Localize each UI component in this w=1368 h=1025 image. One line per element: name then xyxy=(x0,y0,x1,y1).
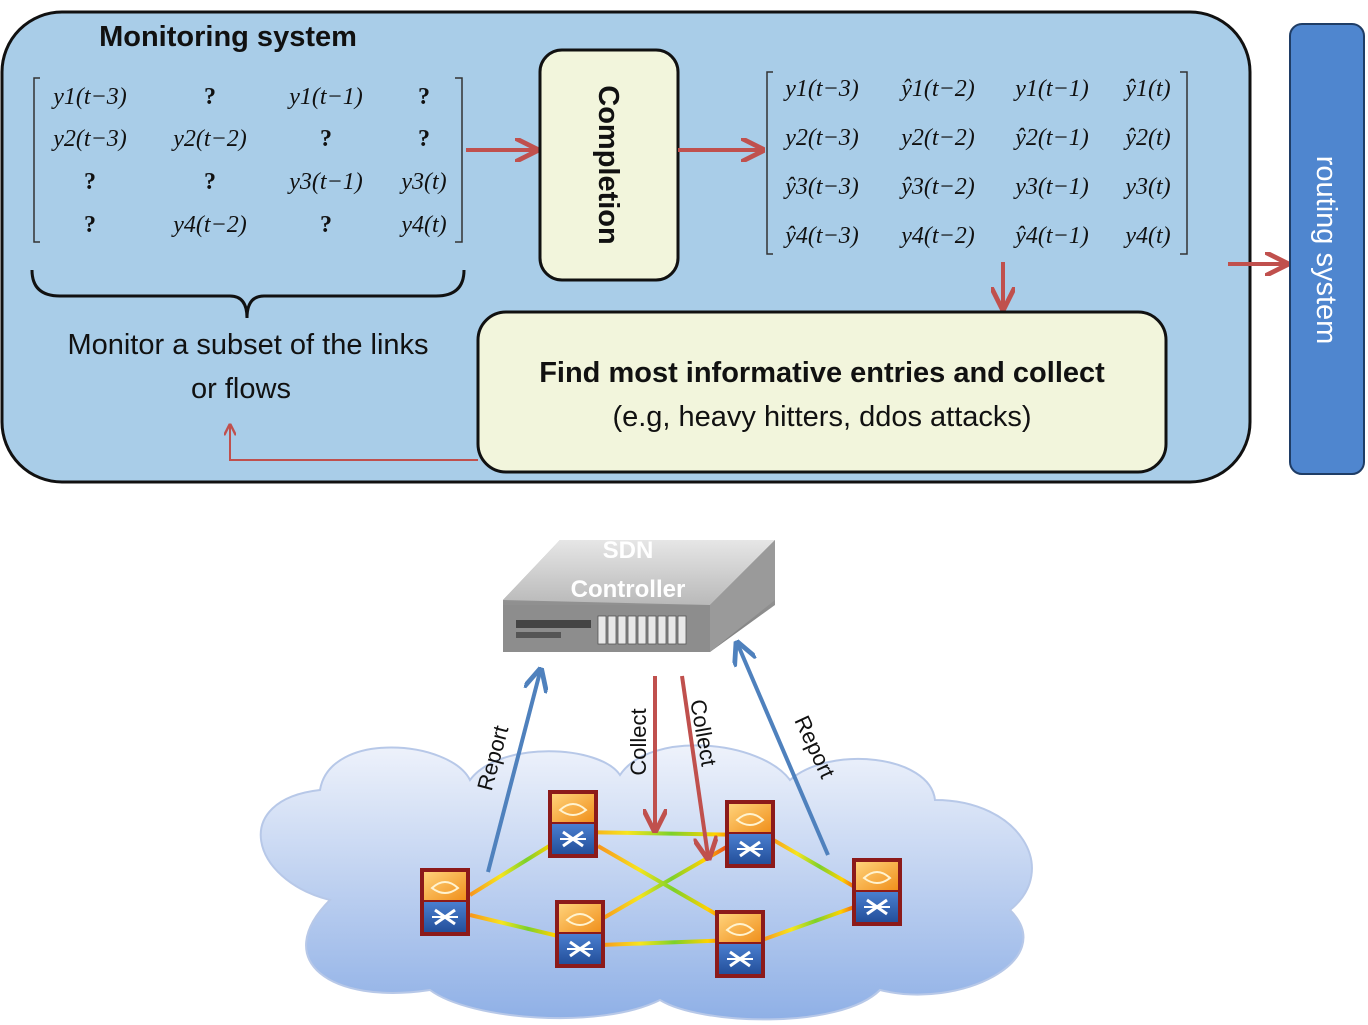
matrix-cell: y4(t−2) xyxy=(171,212,247,238)
routing-system-label: routing system xyxy=(1310,156,1342,345)
matrix-cell: y2(t−3) xyxy=(783,125,859,151)
matrix-cell: y1(t−1) xyxy=(1013,76,1089,102)
matrix-cell: ŷ4(t−1) xyxy=(1013,223,1089,249)
output-matrix-brackets xyxy=(766,71,1188,255)
sdn-controller: SDN Controller xyxy=(503,537,775,652)
matrix-cell: ? xyxy=(320,126,332,152)
switch-node-4 xyxy=(723,798,777,870)
network-cloud xyxy=(259,744,1033,1021)
switch-node-2 xyxy=(546,788,600,860)
matrix-cell: ? xyxy=(204,84,216,110)
matrix-cell: ŷ1(t−2) xyxy=(899,76,975,102)
matrix-cell: ŷ2(t) xyxy=(1123,125,1170,151)
subset-text-line1: Monitor a subset of the links xyxy=(67,329,428,361)
input-matrix-brackets xyxy=(33,77,463,243)
matrix-cell: ŷ3(t−2) xyxy=(899,174,975,200)
matrix-cell: y4(t−2) xyxy=(899,223,975,249)
arrow-feedback xyxy=(230,426,478,461)
subset-brace xyxy=(30,269,466,319)
report-label-right: Report xyxy=(790,712,841,782)
find-line2: (e.g, heavy hitters, ddos attacks) xyxy=(612,401,1031,433)
matrix-cell: y2(t−2) xyxy=(899,125,975,151)
routing-system-box xyxy=(1289,23,1365,475)
switch-node-5 xyxy=(713,908,767,980)
matrix-cell: y2(t−3) xyxy=(51,126,127,152)
controller-line1: SDN xyxy=(603,537,654,564)
collect-arrow-right xyxy=(680,675,708,856)
matrix-cell: ? xyxy=(204,169,216,195)
matrix-cell: ? xyxy=(418,84,430,110)
subset-text-line2: or flows xyxy=(191,373,291,405)
matrix-cell: ŷ2(t−1) xyxy=(1013,125,1089,151)
output-matrix: y1(t−3) ŷ1(t−2) y1(t−1) ŷ1(t) y2(t−3) y2(t−2)… xyxy=(783,76,1170,249)
switch-node-1 xyxy=(418,866,472,938)
matrix-cell: y1(t−1) xyxy=(287,84,363,110)
completion-box xyxy=(538,48,680,282)
completion-label: Completion xyxy=(592,85,624,245)
matrix-cell: y3(t) xyxy=(1123,174,1170,200)
matrix-cell: y2(t−2) xyxy=(171,126,247,152)
monitoring-title: Monitoring system xyxy=(99,21,357,53)
input-matrix: y1(t−3)? y1(t−1)? y2(t−3) y2(t−2)???? y3(t−1… xyxy=(51,84,446,238)
matrix-cell: ? xyxy=(84,212,96,238)
matrix-cell: y1(t−3) xyxy=(51,84,127,110)
find-box xyxy=(476,310,1168,474)
matrix-cell: y4(t) xyxy=(1123,223,1170,249)
find-line1: Find most informative entries and collec… xyxy=(539,357,1105,389)
matrix-cell: y4(t) xyxy=(399,212,446,238)
switch-node-6 xyxy=(850,856,904,928)
controller-line2: Controller xyxy=(571,576,686,603)
matrix-cell: ŷ1(t) xyxy=(1123,76,1170,102)
matrix-cell: y3(t−1) xyxy=(287,169,363,195)
matrix-cell: y1(t−3) xyxy=(783,76,859,102)
matrix-cell: ? xyxy=(320,212,332,238)
report-arrow-right xyxy=(738,645,830,856)
collect-label-left: Collect xyxy=(626,708,651,775)
matrix-cell: ? xyxy=(418,126,430,152)
switch-node-3 xyxy=(553,898,607,970)
matrix-cell: ? xyxy=(84,169,96,195)
report-arrow-left xyxy=(486,672,540,873)
matrix-cell: ŷ4(t−3) xyxy=(783,223,859,249)
matrix-cell: y3(t) xyxy=(399,169,446,195)
matrix-cell: y3(t−1) xyxy=(1013,174,1089,200)
matrix-cell: ŷ3(t−3) xyxy=(783,174,859,200)
